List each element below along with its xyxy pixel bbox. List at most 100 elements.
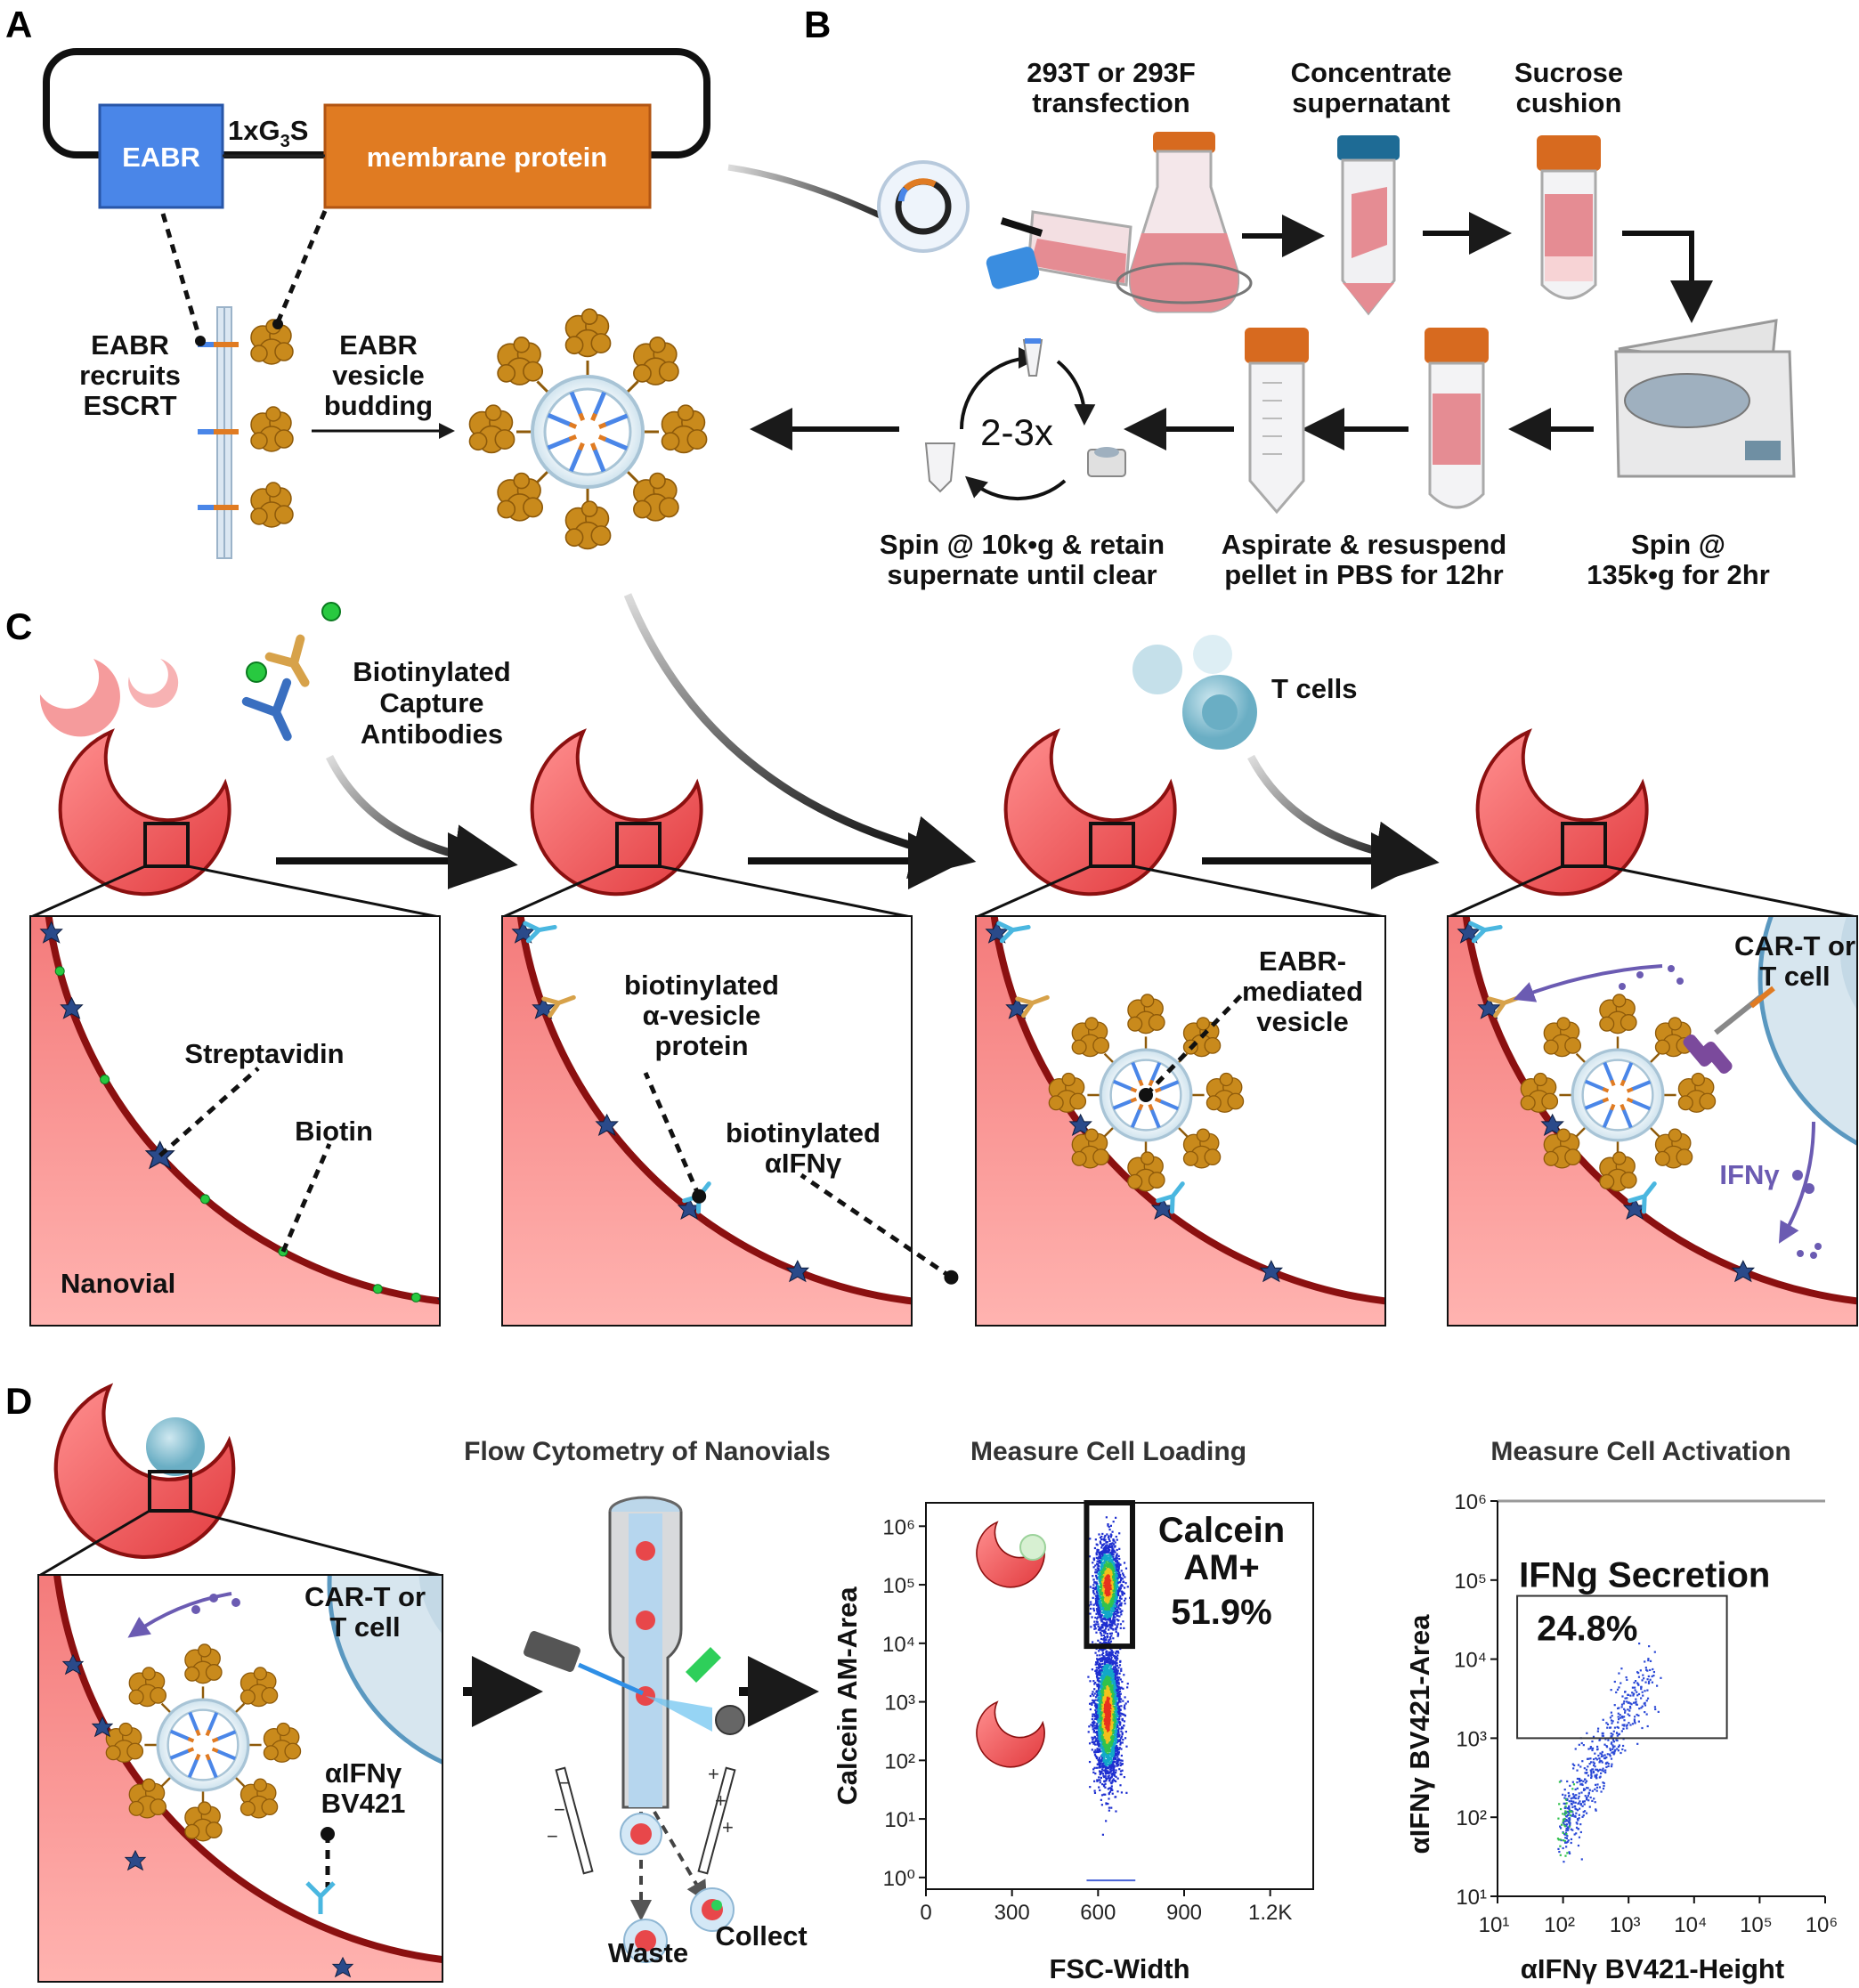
protein-connector (275, 210, 328, 323)
erlenmeyer-flask (1116, 132, 1253, 313)
ifng-x-tick: 10⁶ (1806, 1913, 1839, 1937)
vesicle-protein-label-2: α-vesicle (643, 1000, 761, 1031)
calcein-y-tick: 10⁶ (882, 1515, 915, 1539)
membrane-proteins (195, 319, 294, 528)
ifng-x-label: αIFNγ BV421-Height (1521, 1953, 1784, 1984)
eabr-block (98, 103, 224, 209)
eabr-vesicle-label-2: mediated (1242, 976, 1363, 1007)
plasmid-icon (877, 160, 970, 253)
ultracentrifuge (1614, 319, 1796, 478)
calcein-x-tick: 600 (1080, 1901, 1116, 1925)
eabr-block-label: EABR (122, 142, 200, 173)
d-car-t-label-2: T cell (329, 1611, 400, 1643)
calcein-points (1084, 1516, 1136, 1882)
aifng-label-2: αIFNγ (765, 1148, 842, 1179)
sucrose-label-1: Sucrose (1514, 57, 1623, 88)
calcein-x-tick: 300 (994, 1901, 1030, 1925)
ifng-gate (1516, 1594, 1728, 1740)
calcein-y-tick: 10¹ (884, 1808, 915, 1832)
t-cells-icon (1132, 635, 1257, 750)
concentrate-label-1: Concentrate (1291, 57, 1452, 88)
calcein-y-tick: 10² (884, 1749, 915, 1773)
spin-ultra-label-1: Spin @ (1631, 529, 1725, 560)
activation-title: Measure Cell Activation (1490, 1437, 1790, 1466)
ifng-y-tick: 10⁵ (1454, 1570, 1487, 1594)
svg-text:−: − (559, 1772, 571, 1794)
car-t-label-2: T cell (1759, 961, 1830, 992)
ifng-y-tick: 10⁶ (1454, 1490, 1487, 1514)
ifng-gate-title: IFNg Secretion (1519, 1556, 1770, 1595)
membrane-protein-block (323, 103, 652, 209)
pbs-tube (1245, 328, 1309, 515)
eabr-vesicle-label-3: vesicle (1256, 1006, 1348, 1037)
waste-label: Waste (608, 1937, 688, 1968)
ifng-y-tick: 10³ (1456, 1727, 1487, 1751)
aspirate-label-2: pellet in PBS for 12hr (1224, 559, 1504, 590)
flow-cell (608, 1496, 683, 1809)
streptavidin-label: Streptavidin (184, 1038, 344, 1069)
deflection-plates: − − − + + + (547, 1763, 736, 1875)
recruits-label-3: ESCRT (83, 390, 176, 421)
ifng-y-label: αIFNγ BV421-Area (1404, 1614, 1435, 1854)
c-subpanel-2 (501, 730, 959, 1327)
calcein-x-label: FSC-Width (1049, 1953, 1189, 1984)
calcein-x-tick: 900 (1166, 1901, 1202, 1925)
c-subpanel-3 (975, 730, 1386, 1327)
collect-drop (690, 1887, 735, 1932)
eabr-vesicle-a (468, 308, 708, 550)
linker-label: 1xG3S (228, 115, 308, 151)
capture-curve-arrow (325, 754, 518, 889)
tcell-curve-arrow (1247, 754, 1440, 886)
concentrate-label-2: supernatant (1292, 87, 1449, 118)
c-subpanel-4 (1447, 730, 1858, 1327)
ifng-label: IFNγ (1719, 1159, 1780, 1190)
vesicle-curve-arrow (623, 593, 977, 879)
c-subpanel-1 (29, 730, 441, 1327)
biotin-label: Biotin (295, 1116, 373, 1147)
d-nanovial-zoom (37, 1073, 443, 1983)
sucrose-label-2: cushion (1516, 87, 1622, 118)
panel-b: B 293T or 293F transfection (727, 4, 1796, 590)
calcein-gate-label: 51.9% (1171, 1593, 1271, 1632)
eabr-vesicle-label-1: EABR- (1259, 945, 1346, 977)
transfection-label-1: 293T or 293F (1027, 57, 1196, 88)
waste-drop (620, 1813, 668, 1963)
panel-c: C Biotinylated Capture Antibodies T (5, 593, 1858, 1327)
small-nanovials (39, 659, 179, 737)
ifng-y-tick: 10² (1456, 1806, 1487, 1830)
recruits-label-2: recruits (79, 360, 181, 391)
repeat-label: 2-3x (980, 411, 1053, 453)
nanovial-with-cell-icon (976, 1521, 1046, 1588)
car-t-label-1: CAR-T or (1734, 930, 1855, 962)
bv421-label-2: BV421 (321, 1788, 406, 1819)
spin-ultra-label-2: 135k•g for 2hr (1587, 559, 1770, 590)
calcein-gate (1084, 1500, 1136, 1650)
eabr-connector (160, 213, 203, 342)
panel-label-b: B (804, 4, 831, 45)
capture-label-3: Antibodies (361, 718, 503, 750)
flow-title: Flow Cytometry of Nanovials (464, 1437, 831, 1466)
arrow-b3 (1622, 231, 1713, 323)
sucrose-tube (1537, 135, 1601, 300)
budding-label-1: EABR (339, 329, 418, 361)
d-car-t-label-1: CAR-T or (304, 1581, 426, 1612)
svg-text:+: + (708, 1763, 719, 1785)
budding-label-3: budding (324, 390, 433, 421)
ifng-y-tick: 10⁴ (1454, 1649, 1487, 1673)
ifng-x-tick: 10⁴ (1674, 1913, 1707, 1937)
svg-text:+: + (722, 1816, 734, 1838)
ifng-x-tick: 10³ (1610, 1913, 1641, 1937)
laser (524, 1631, 745, 1735)
calcein-y-tick: 10³ (884, 1692, 915, 1716)
repeat-cycle (924, 338, 1126, 501)
culture-flask (986, 210, 1132, 289)
capture-label-1: Biotinylated (353, 656, 510, 687)
loading-title: Measure Cell Loading (970, 1437, 1246, 1466)
svg-text:−: − (554, 1798, 565, 1821)
ifng-gate-percent: 24.8% (1537, 1610, 1637, 1649)
nanovial-label: Nanovial (61, 1268, 175, 1299)
capture-antibodies-icon (241, 602, 341, 742)
panel-label-a: A (5, 4, 32, 45)
